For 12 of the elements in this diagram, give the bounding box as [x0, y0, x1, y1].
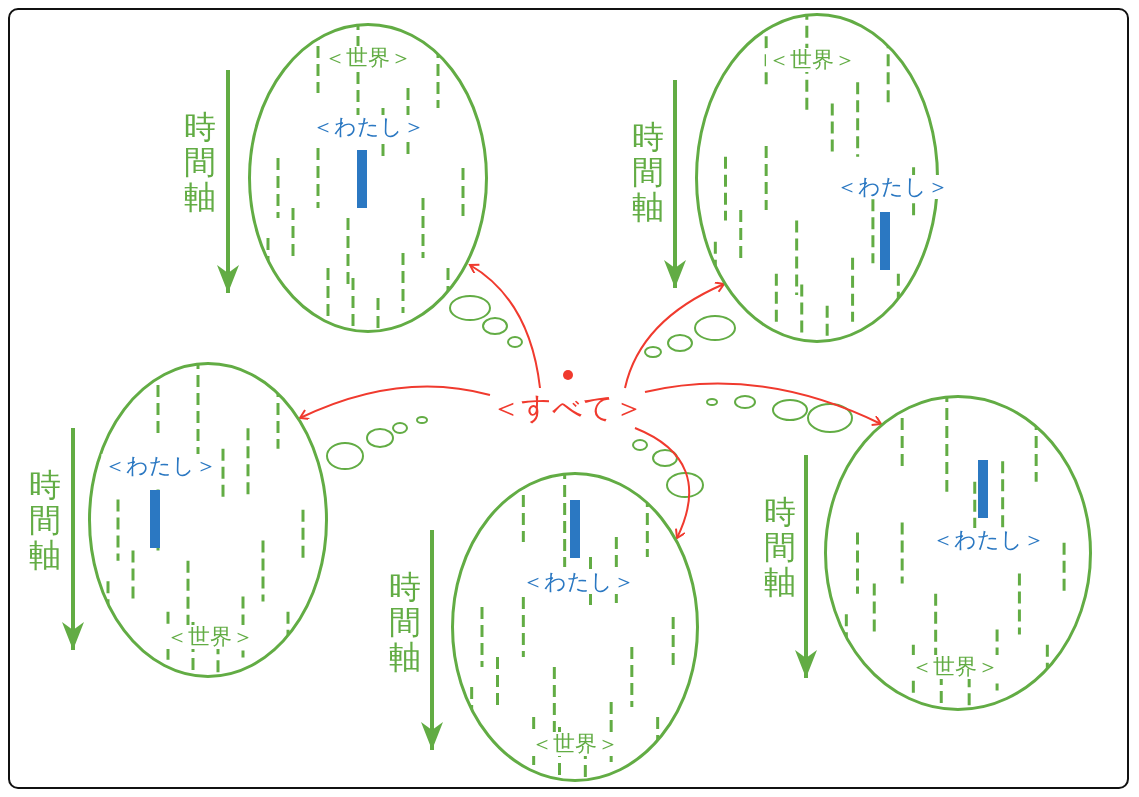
- world-label: ＜世界＞: [909, 655, 1001, 679]
- axis-label: 時間軸: [388, 570, 422, 676]
- axis-label: 時間軸: [183, 110, 217, 216]
- arrow: [644, 382, 882, 427]
- center-label: ＜すべて＞: [490, 393, 644, 423]
- axis-label: 時間軸: [631, 120, 665, 226]
- arrow: [624, 281, 725, 389]
- axis-label: 時間軸: [763, 495, 797, 601]
- axis-label: 時間軸: [28, 468, 62, 574]
- arrow: [634, 427, 691, 539]
- arrow: [469, 264, 541, 389]
- arrow: [299, 385, 491, 421]
